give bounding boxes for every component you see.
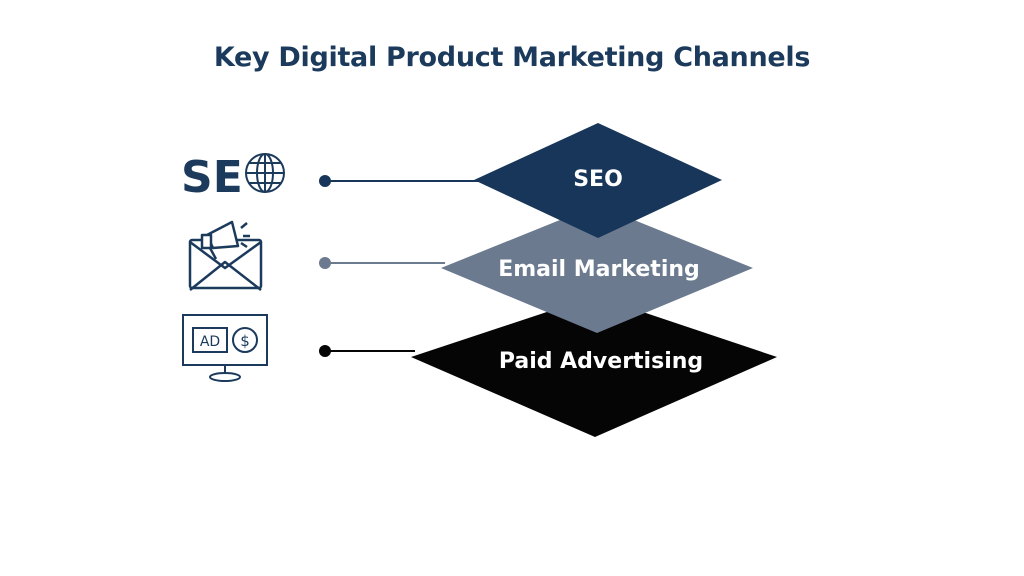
ad-icon-text: AD [200,334,220,350]
seo-icon-text: SE [181,152,243,203]
monitor-ad-icon: AD $ [182,314,268,382]
label-email: Email Marketing [498,257,700,282]
label-paid: Paid Advertising [499,349,703,374]
label-seo: SEO [573,167,623,192]
diamond-paid [411,296,777,437]
dollar-icon: $ [240,332,250,350]
envelope-megaphone-icon [188,220,263,291]
diamond-seo [474,123,722,238]
seo-globe-icon: SE [181,152,285,203]
diamond-email [441,205,753,333]
connector-seo [319,175,480,187]
connector-email [319,257,445,269]
connector-paid [319,345,415,357]
page-title: Key Digital Product Marketing Channels [213,42,811,73]
